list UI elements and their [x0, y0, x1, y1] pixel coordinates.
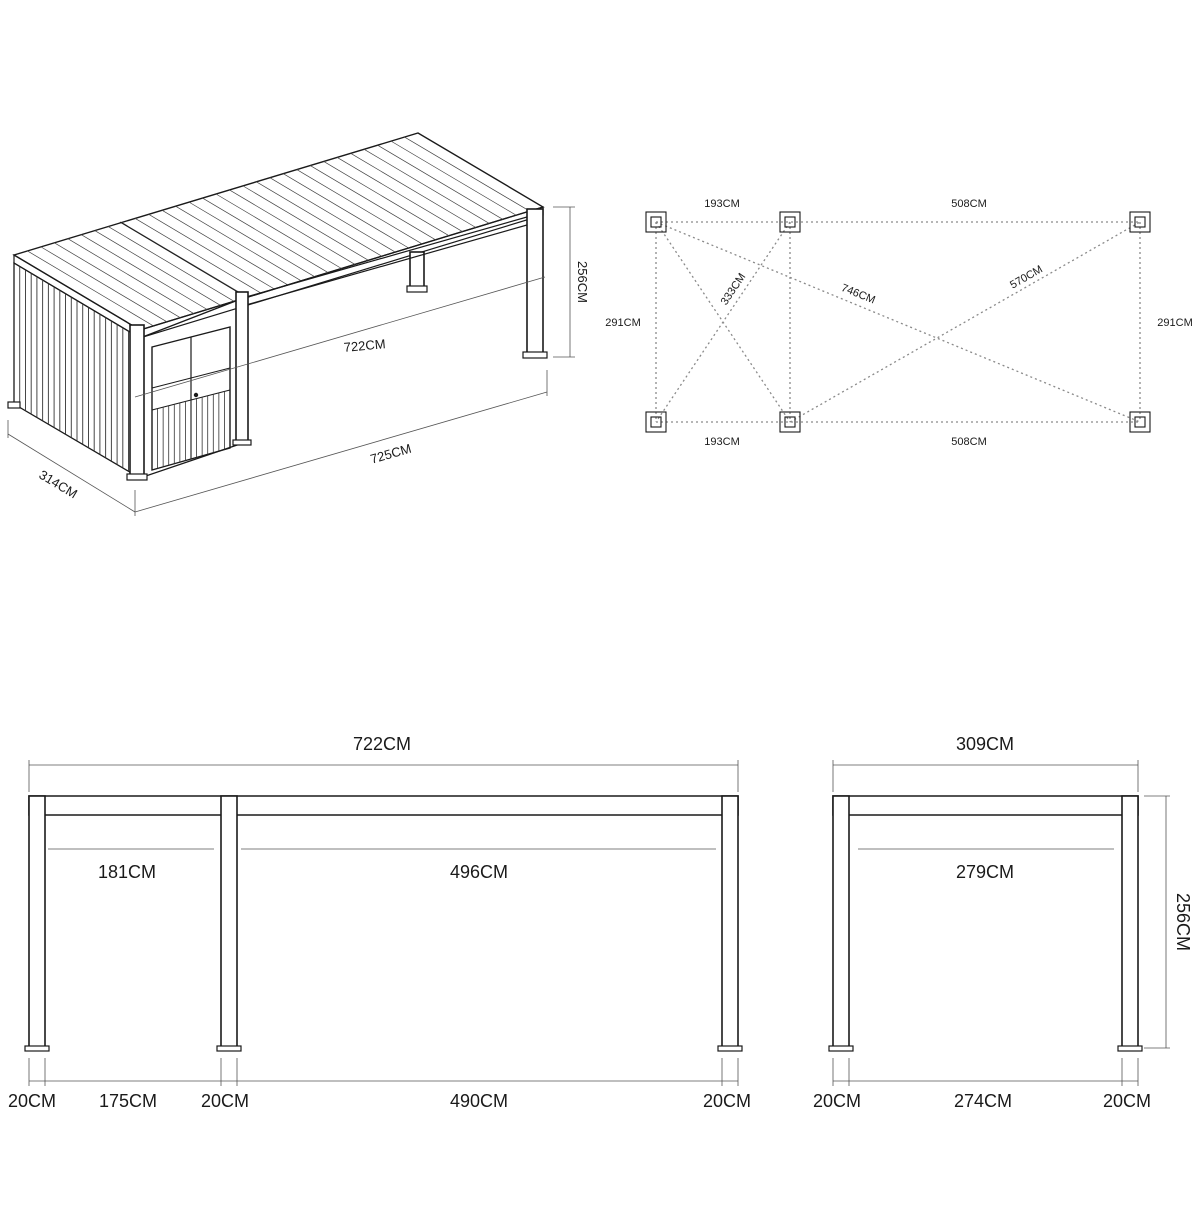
iso-posts [245, 208, 548, 359]
hatch-line [94, 230, 221, 306]
front-post-1-label: 20CM [8, 1091, 56, 1111]
hatch-line [54, 242, 181, 319]
hatch-line [67, 238, 194, 314]
iso-roof-louvers [27, 136, 530, 327]
plan-diag-long-label: 746CM [839, 282, 876, 306]
hatch-line [390, 140, 517, 216]
iso-depth-label: 314CM [36, 467, 80, 501]
plan-dimensions: 193CM 508CM 193CM 508CM 291CM 291CM 333C… [605, 198, 1192, 448]
hatch-line [135, 218, 262, 294]
hatch-line [350, 153, 477, 228]
hatch-line [40, 246, 168, 323]
hatch-line [81, 234, 208, 310]
hatch-line [323, 161, 450, 237]
side-inner-label: 279CM [956, 862, 1014, 882]
hatch-line [296, 169, 423, 245]
plan-top-left-label: 193CM [704, 198, 739, 210]
iso-door-slats [157, 391, 225, 469]
front-inner-left-label: 181CM [98, 862, 156, 882]
front-dimensions: 722CM 181CM 496CM 20CM 175CM 20CM 490CM … [8, 734, 751, 1111]
front-post-3-label: 20CM [703, 1091, 751, 1111]
side-height-label: 256CM [1173, 893, 1193, 951]
front-span-2-label: 490CM [450, 1091, 508, 1111]
hatch-line [337, 157, 463, 232]
hatch-line [404, 136, 530, 212]
plan-bottom-right-label: 508CM [951, 436, 986, 448]
iso-left-wall-slats [19, 266, 135, 475]
plan-posts [645, 211, 1151, 433]
side-post-2-label: 20CM [1103, 1091, 1151, 1111]
iso-top-length-label: 722CM [343, 336, 386, 355]
iso-bottom-length-label: 725CM [369, 441, 413, 467]
hatch-line [202, 197, 329, 273]
hatch-line [229, 189, 356, 265]
plan-view: 193CM 508CM 193CM 508CM 291CM 291CM 333C… [605, 198, 1192, 448]
front-inner-right-label: 496CM [450, 862, 508, 882]
side-elevation: 309CM 279CM 256CM 20CM 274CM 20CM [813, 734, 1193, 1111]
front-post-2-label: 20CM [201, 1091, 249, 1111]
side-post-1-label: 20CM [813, 1091, 861, 1111]
plan-diag-short-label: 333CM [719, 271, 749, 307]
hatch-line [121, 222, 248, 298]
plan-frame-lines [655, 221, 1141, 423]
iso-dimensions: 256CM 722CM 725CM 314CM [7, 206, 590, 516]
front-overall-label: 722CM [353, 734, 411, 754]
side-dimensions: 309CM 279CM 256CM 20CM 274CM 20CM [813, 734, 1193, 1111]
hatch-line [377, 144, 503, 220]
hatch-line [161, 209, 288, 286]
hatch-line [269, 177, 396, 253]
plan-top-right-label: 508CM [951, 198, 986, 210]
plan-bottom-left-label: 193CM [704, 436, 739, 448]
hatch-line [27, 250, 154, 327]
front-span-1-label: 175CM [99, 1091, 157, 1111]
hatch-line [283, 173, 409, 249]
plan-right-side-label: 291CM [1157, 317, 1192, 329]
hatch-line [215, 193, 342, 269]
iso-enclosure [7, 261, 252, 481]
hatch-line [242, 185, 369, 261]
side-frame [828, 795, 1143, 1052]
hatch-line [188, 201, 315, 278]
hatch-line [310, 165, 436, 241]
iso-door [151, 326, 231, 471]
hatch-line [363, 148, 490, 224]
isometric-view: 256CM 722CM 725CM 314CM [7, 132, 590, 516]
side-overall-label: 309CM [956, 734, 1014, 754]
front-elevation: 722CM 181CM 496CM 20CM 175CM 20CM 490CM … [8, 734, 751, 1111]
hatch-line [148, 214, 275, 290]
plan-left-side-label: 291CM [605, 317, 640, 329]
front-frame [24, 795, 743, 1052]
iso-height-label: 256CM [575, 261, 590, 303]
hatch-line [175, 205, 302, 282]
side-span-label: 274CM [954, 1091, 1012, 1111]
iso-roof [12, 132, 545, 340]
hatch-line [256, 181, 382, 257]
hatch-line [108, 226, 235, 302]
plan-diag-right-label: 570CM [1008, 263, 1045, 291]
